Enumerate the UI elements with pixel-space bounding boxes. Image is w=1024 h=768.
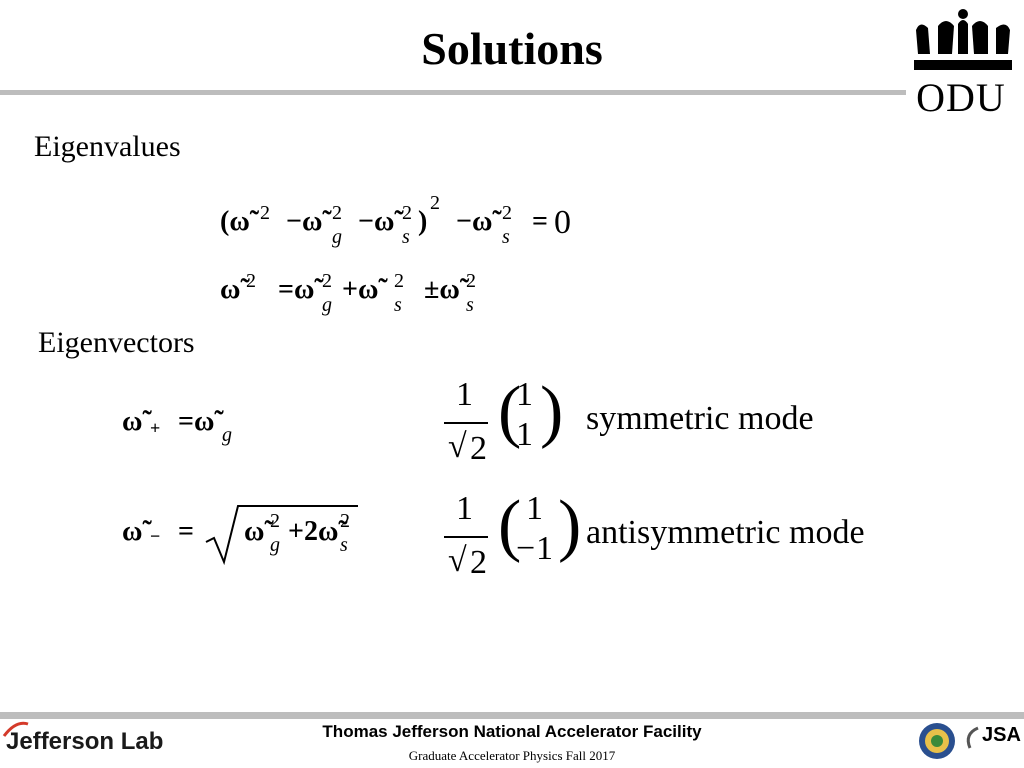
eigenfrequency-symmetric: ω̃ + =ω̃ g xyxy=(122,406,232,446)
eigenvalue-rhs: 0 xyxy=(554,204,571,241)
odu-logo-text: ODU xyxy=(916,75,1006,120)
title-divider xyxy=(0,90,906,95)
footer-divider xyxy=(0,712,1024,719)
jsa-arc-icon xyxy=(966,726,979,749)
odu-crown-logo xyxy=(914,9,1012,70)
eigenvalue-equation-2: ω̃ 2 =ω̃ 2 g +ω̃ 2 s ±ω̃ 2 s xyxy=(220,270,476,316)
footer-course-name: Graduate Accelerator Physics Fall 2017 xyxy=(408,748,616,763)
eigenfrequency-antisymmetric: ω̃ − = ω̃ 2 g +2ω̃ 2 s xyxy=(122,500,372,570)
symmetric-mode-label: symmetric mode xyxy=(586,400,814,437)
eigenvector-symmetric: 1 √ 2 ( 1 1 ) xyxy=(440,373,590,476)
slide-title: Solutions xyxy=(421,23,603,74)
jsa-logo: JSA xyxy=(962,724,1021,749)
square-root-sign xyxy=(205,505,358,566)
jefferson-lab-logo: Jefferson Lab xyxy=(2,721,163,755)
section-heading-eigenvectors: Eigenvectors xyxy=(38,326,195,359)
jlab-swoosh-icon xyxy=(2,721,29,737)
footer-facility-name: Thomas Jefferson National Accelerator Fa… xyxy=(322,722,702,741)
doe-seal-icon xyxy=(919,723,955,759)
eigenvalue-equation-1: (ω̃ 2 −ω̃ 2 g −ω̃ 2 s ) 2 −ω̃ 2 s = 0 xyxy=(220,192,571,248)
eigenvector-antisymmetric: 1 √ 2 ( 1 − 1 ) xyxy=(440,487,590,590)
section-heading-eigenvalues: Eigenvalues xyxy=(34,130,181,163)
antisymmetric-mode-label: antisymmetric mode xyxy=(586,514,865,551)
